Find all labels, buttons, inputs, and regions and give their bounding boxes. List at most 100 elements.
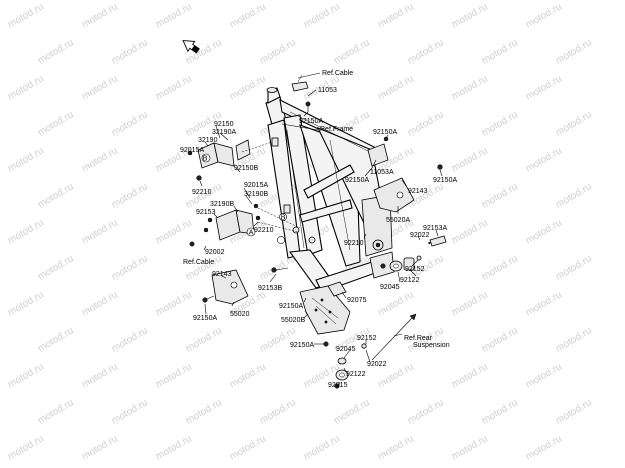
watermark-text: motod.ru <box>450 1 490 30</box>
rear-suspension-bolt <box>334 313 417 389</box>
pivot-hardware-right <box>389 235 447 272</box>
watermark-text: motod.ru <box>302 1 342 30</box>
watermark-text: motod.ru <box>332 37 372 66</box>
front-arrow-icon <box>182 40 200 54</box>
label-92210-left: 92210 <box>192 189 212 196</box>
watermark-text: motod.ru <box>258 397 298 426</box>
watermark-text: motod.ru <box>6 289 46 318</box>
watermark-text: motod.ru <box>406 397 446 426</box>
watermark-text: motod.ru <box>524 145 564 174</box>
label-92150a-far: 92150A <box>433 177 457 184</box>
watermark-text: motod.ru <box>184 325 224 354</box>
label-92150a-top: 92150A <box>299 118 323 125</box>
label-92153a: 92153A <box>423 225 447 232</box>
watermark-text: motod.ru <box>228 73 268 102</box>
label-55020b: 55020B <box>281 317 305 324</box>
cover-55020 <box>202 269 249 305</box>
watermark-text: motod.ru <box>80 217 120 246</box>
label-32190b-2: 32190B <box>210 201 234 208</box>
label-92153b: 92153B <box>258 285 282 292</box>
watermark-text: motod.ru <box>6 73 46 102</box>
label-32190b: 32190B <box>244 191 268 198</box>
watermark-text: motod.ru <box>524 73 564 102</box>
watermark-text: motod.ru <box>110 325 150 354</box>
label-ref-cable-top: Ref.Cable <box>322 70 353 77</box>
label-92143-right: 92143 <box>408 188 428 195</box>
label-92152-bottom: 92152 <box>357 335 377 342</box>
circle-a-icon: A B <box>246 213 287 244</box>
watermark-text: motod.ru <box>110 37 150 66</box>
watermark-text: motod.ru <box>36 325 76 354</box>
label-55020: 55020 <box>230 311 250 318</box>
label-ref-rear: Ref.Rear <box>404 335 433 342</box>
watermark-text: motod.ru <box>154 289 194 318</box>
watermark-text: motod.ru <box>258 37 298 66</box>
label-92210-right: 92210 <box>344 240 364 247</box>
part-labels: Ref.Cable 11053 92150A Ref.Frame 92150A … <box>180 70 457 389</box>
watermark-text: motod.ru <box>154 1 194 30</box>
watermark-text: motod.ru <box>228 1 268 30</box>
label-11053a: 11053A <box>370 169 394 176</box>
watermark-text: motod.ru <box>554 181 594 210</box>
watermark-text: motod.ru <box>80 145 120 174</box>
label-ref-frame: Ref.Frame <box>320 126 353 133</box>
watermark-text: motod.ru <box>332 397 372 426</box>
watermark-text: motod.ru <box>80 1 120 30</box>
label-92150a-bottom: 92150A <box>290 342 314 349</box>
watermark-text: motod.ru <box>258 253 298 282</box>
callout-b-label: B <box>203 156 208 163</box>
watermark-text: motod.ru <box>228 433 268 462</box>
watermark-text: motod.ru <box>6 145 46 174</box>
watermark-text: motod.ru <box>480 181 520 210</box>
label-92022-bottom: 92022 <box>367 361 387 368</box>
watermark-text: motod.ru <box>36 37 76 66</box>
watermark-text: motod.ru <box>258 325 298 354</box>
callout-a-label-1: A <box>249 230 254 237</box>
watermark-text: motod.ru <box>110 109 150 138</box>
label-92022-right: 92022 <box>410 232 430 239</box>
watermark-text: motod.ru <box>36 181 76 210</box>
label-55020a: 55020A <box>386 217 410 224</box>
label-92152-right: 92152 <box>405 266 425 273</box>
watermark-text: motod.ru <box>80 289 120 318</box>
cover-55020a <box>367 136 443 213</box>
watermark-text: motod.ru <box>450 361 490 390</box>
label-ref-cable-left: Ref.Cable <box>183 259 214 266</box>
watermark-text: motod.ru <box>6 217 46 246</box>
watermark-text: motod.ru <box>450 433 490 462</box>
skid-plate-55020b <box>271 267 351 347</box>
watermark-text: motod.ru <box>450 289 490 318</box>
watermark-text: motod.ru <box>376 73 416 102</box>
watermark-text: motod.ru <box>480 253 520 282</box>
watermark-text: motod.ru <box>450 217 490 246</box>
watermark-text: motod.ru <box>554 325 594 354</box>
watermark-text: motod.ru <box>154 217 194 246</box>
watermark-text: motod.ru <box>406 37 446 66</box>
watermark-text: motod.ru <box>80 73 120 102</box>
watermark-text: motod.ru <box>6 433 46 462</box>
label-suspension: Suspension <box>413 342 450 349</box>
label-32190: 32190 <box>198 137 218 144</box>
label-32190a: 32190A <box>212 129 236 136</box>
watermark-text: motod.ru <box>110 181 150 210</box>
label-92122-bottom: 92122 <box>346 371 366 378</box>
watermark-text: motod.ru <box>450 145 490 174</box>
watermark-text: motod.ru <box>554 397 594 426</box>
watermark-text: motod.ru <box>36 253 76 282</box>
watermark-text: motod.ru <box>302 433 342 462</box>
watermark-text: motod.ru <box>6 361 46 390</box>
watermark-text: motod.ru <box>36 109 76 138</box>
watermark-text: motod.ru <box>110 253 150 282</box>
watermark-text: motod.ru <box>554 253 594 282</box>
watermark-text: motod.ru <box>154 73 194 102</box>
leader-lines <box>189 72 443 387</box>
watermark-text: motod.ru <box>376 1 416 30</box>
watermark-text: motod.ru <box>376 433 416 462</box>
watermark-text: motod.ru <box>80 361 120 390</box>
callout-b-label-frame: B <box>281 215 286 222</box>
label-92150-top: 92150 <box>214 121 234 128</box>
watermark-text: motod.ru <box>376 289 416 318</box>
cable-guide-top <box>291 74 311 112</box>
